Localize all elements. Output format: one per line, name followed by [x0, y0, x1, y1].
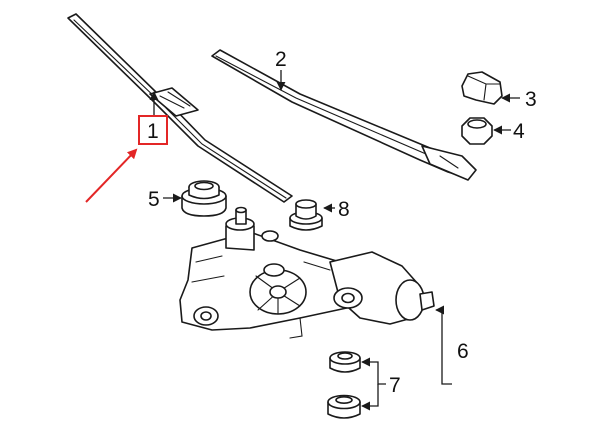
motor-bushing-lower: [327, 394, 361, 419]
wiper-blade: [67, 13, 293, 203]
pivot-cap: [461, 71, 503, 105]
callout-5: 5: [148, 188, 160, 211]
callout-1: 1: [147, 120, 159, 143]
callout-8: 8: [338, 198, 350, 221]
wiper-arm: [211, 49, 477, 181]
callout-3: 3: [525, 88, 537, 111]
grommet: [181, 180, 227, 217]
callout-7: 7: [389, 374, 401, 397]
callout-1-highlight-box: [138, 115, 168, 145]
callout-2: 2: [275, 48, 287, 71]
callout-4: 4: [513, 120, 525, 143]
callout-6: 6: [457, 340, 469, 363]
leader-lines: [149, 70, 520, 411]
red-pointer-arrow: [85, 148, 138, 203]
bushing: [289, 199, 323, 231]
pivot-nut: [461, 117, 493, 145]
motor-bushing-upper: [329, 351, 361, 373]
wiper-motor: [179, 206, 435, 339]
